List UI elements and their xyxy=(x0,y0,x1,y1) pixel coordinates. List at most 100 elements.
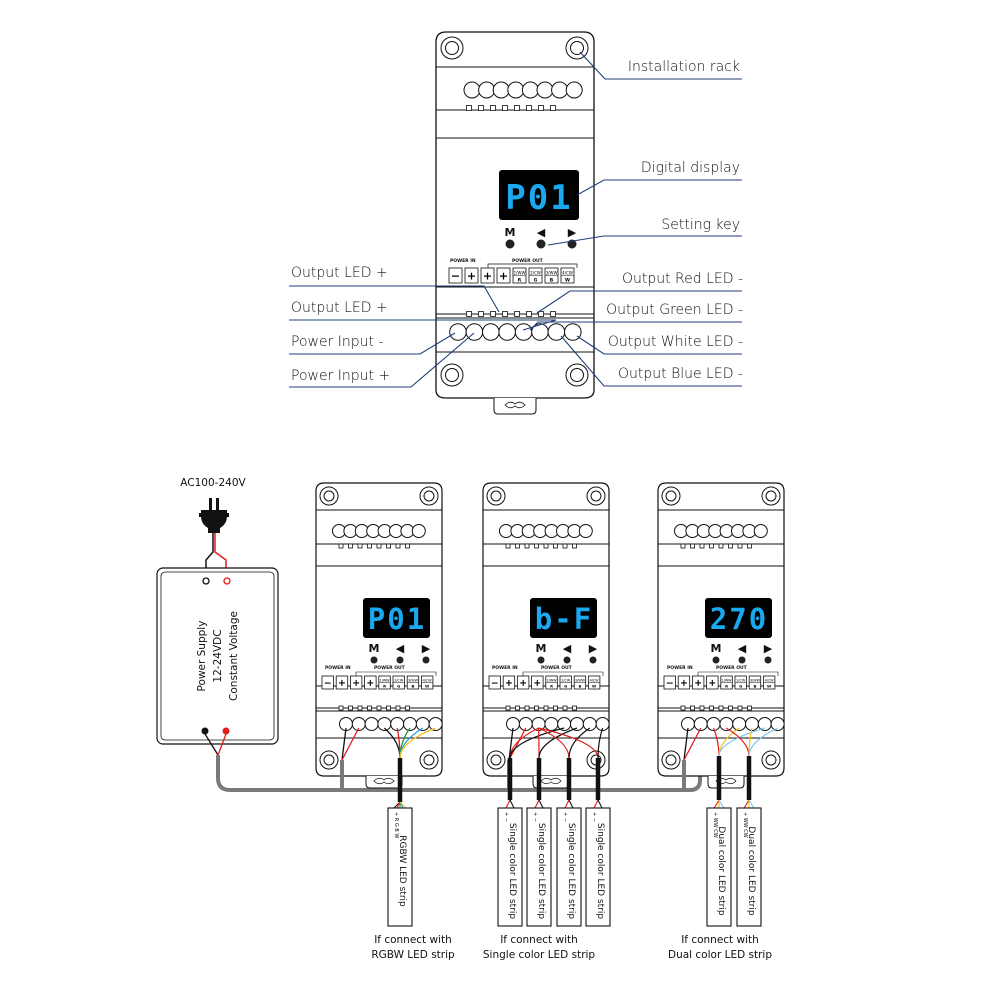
right-key-button[interactable] xyxy=(764,656,772,664)
terminal-label: 2/CW xyxy=(394,679,404,683)
terminal-block xyxy=(496,267,511,284)
terminal-label: R xyxy=(725,684,728,689)
terminal-label: 1/WW xyxy=(722,679,733,683)
strip-pin-label: + − xyxy=(532,812,538,822)
caption-line-2: RGBW LED strip xyxy=(371,949,455,961)
mount-hole-icon xyxy=(761,750,781,770)
terminal-label: R xyxy=(383,684,386,689)
right-key-button[interactable] xyxy=(422,656,430,664)
right-key-button[interactable] xyxy=(589,656,597,664)
mode-key-button[interactable] xyxy=(712,656,720,664)
indicator-led xyxy=(737,705,743,711)
callout-output-blue-led-minus: Output Blue LED - xyxy=(618,366,743,382)
indicator-led xyxy=(538,311,544,317)
indicator-led xyxy=(737,543,743,549)
digital-display xyxy=(363,598,430,638)
indicator-led xyxy=(699,543,705,549)
terminal-block xyxy=(480,267,495,284)
indicator-led xyxy=(367,705,372,711)
terminal-screw xyxy=(428,717,443,731)
digital-display xyxy=(499,170,579,220)
indicator-led xyxy=(572,705,577,711)
left-key-button[interactable] xyxy=(563,656,571,664)
callout-installation-rack: Installation rack xyxy=(628,59,740,75)
terminal-block xyxy=(335,675,349,690)
key-label: ▶ xyxy=(422,642,431,655)
terminal-screw xyxy=(551,81,569,99)
key-label: M xyxy=(536,642,547,655)
terminal-label: 3/WW xyxy=(408,679,419,683)
led-strip: Single color LED strip+ − xyxy=(526,807,552,927)
left-key-button[interactable] xyxy=(396,656,404,664)
mode-key-button[interactable] xyxy=(370,656,378,664)
indicator-led xyxy=(338,543,344,549)
terminal-label: + xyxy=(505,678,513,689)
indicator-led xyxy=(478,105,484,111)
led-strip: Dual color LED strip+ WW CW xyxy=(736,807,762,927)
terminal-label: 3/WW xyxy=(575,679,586,683)
terminal-label: G xyxy=(534,278,538,284)
power-in-label: POWER IN xyxy=(492,665,518,671)
left-key-button[interactable] xyxy=(536,239,546,249)
terminal-label: R xyxy=(518,278,522,284)
terminal-label: R xyxy=(550,684,553,689)
digital-display xyxy=(530,598,597,638)
display-value: P01 xyxy=(368,602,426,636)
mount-hole-icon xyxy=(486,486,506,506)
power-out-label: POWER OUT xyxy=(716,665,748,671)
psu-line-1: Power Supply xyxy=(196,621,208,692)
mount-hole-icon xyxy=(319,750,339,770)
indicator-led xyxy=(386,543,391,549)
key-label-left: ◀ xyxy=(537,226,546,239)
terminal-label: + xyxy=(680,678,688,689)
terminal-label: B xyxy=(753,684,756,689)
indicator-led xyxy=(718,705,724,711)
terminal-label: 4/CW xyxy=(423,679,433,683)
display-value: b-F xyxy=(535,602,593,636)
led-strip-label: Single color LED strip xyxy=(566,823,576,919)
mode-key-button[interactable] xyxy=(505,239,515,249)
key-label: ◀ xyxy=(563,642,572,655)
terminal-label: + xyxy=(366,678,374,689)
indicator-led xyxy=(515,705,520,711)
callout-output-led-plus-1: Output LED + xyxy=(291,265,388,281)
key-label-right: ▶ xyxy=(568,226,577,239)
led-strip: Single color LED strip+ − xyxy=(556,807,582,927)
terminal-block xyxy=(531,675,544,690)
mount-hole-icon xyxy=(419,486,439,506)
mode-key-button[interactable] xyxy=(537,656,545,664)
strip-pin-label: + − xyxy=(503,812,509,822)
terminal-label: 1/WW xyxy=(380,679,391,683)
indicator-led xyxy=(357,543,363,549)
indicator-led xyxy=(466,311,472,317)
strip-pin-label: + − xyxy=(562,812,568,822)
indicator-led xyxy=(680,705,686,711)
indicator-led xyxy=(526,311,532,317)
indicator-led xyxy=(502,311,508,317)
terminal-label: 3/WW xyxy=(750,679,761,683)
terminal-label: W xyxy=(767,684,772,689)
indicator-led xyxy=(543,543,549,549)
terminal-label: B xyxy=(578,684,581,689)
indicator-led xyxy=(395,543,401,549)
power-out-label: POWER OUT xyxy=(374,665,406,671)
terminal-block xyxy=(517,675,530,690)
power-in-label: POWER IN xyxy=(667,665,693,671)
terminal-screw xyxy=(544,717,559,731)
terminal-screw xyxy=(507,81,525,99)
left-key-button[interactable] xyxy=(738,656,746,664)
indicator-led xyxy=(709,543,714,549)
indicator-led xyxy=(505,705,511,711)
key-label: M xyxy=(369,642,380,655)
mount-hole-icon xyxy=(565,36,589,60)
indicator-led xyxy=(348,705,353,711)
terminal-block xyxy=(663,675,676,690)
wire xyxy=(399,727,436,759)
led-strip: RGBW LED strip+ R G B W xyxy=(387,807,413,927)
terminal-block xyxy=(706,675,719,690)
power-supply-unit: Power Supply 12-24VDC Constant Voltage xyxy=(156,567,279,756)
indicator-led xyxy=(502,105,508,111)
indicator-led xyxy=(405,705,410,711)
caption-line-1: If connect with xyxy=(500,934,578,946)
